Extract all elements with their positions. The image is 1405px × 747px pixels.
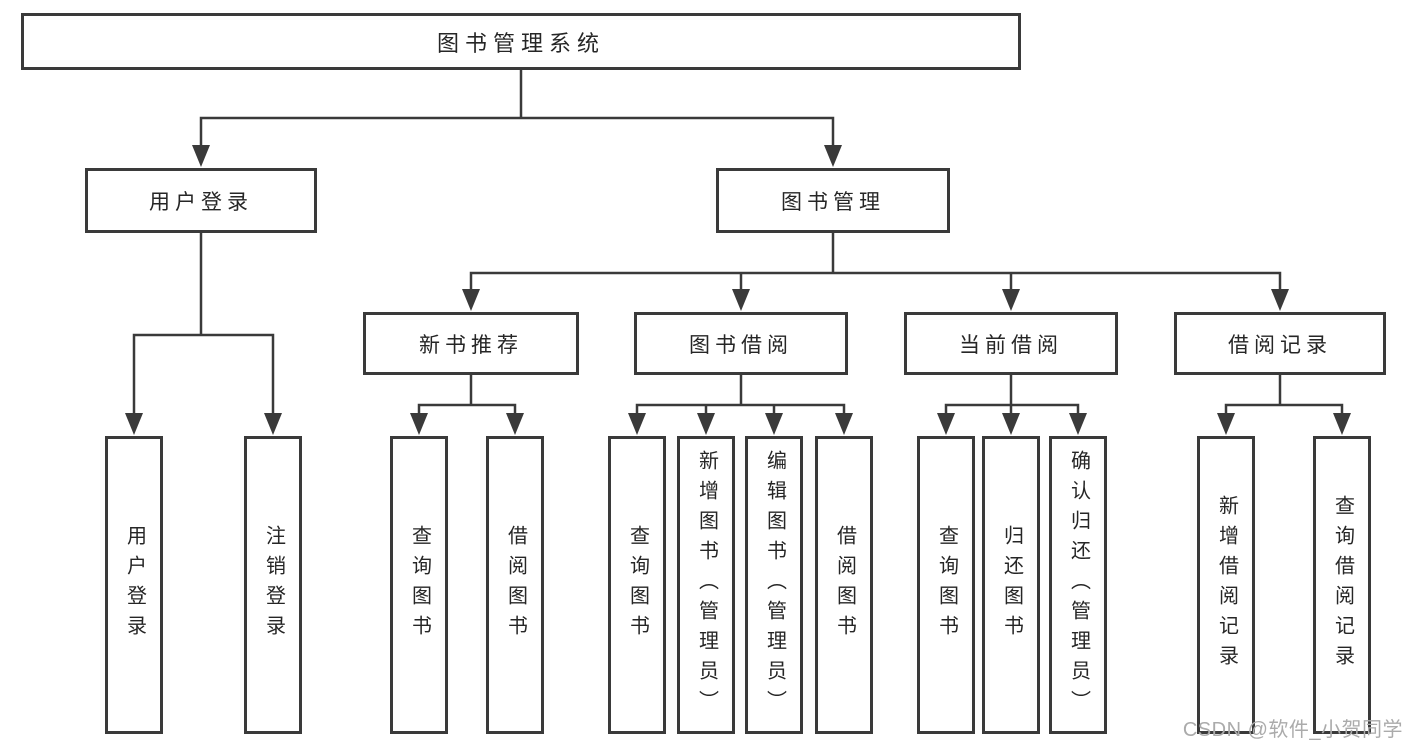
arrow-down-icon xyxy=(697,413,715,435)
node-borrow-record: 借阅记录 xyxy=(1174,312,1386,375)
arrow-down-icon xyxy=(264,413,282,435)
node-label: 图书管理 xyxy=(781,190,885,214)
node-leaf-return-book: 归还图书 xyxy=(982,436,1040,734)
node-label: 新增图书（管理员） xyxy=(695,450,718,720)
node-leaf-add-borrow-record: 新增借阅记录 xyxy=(1197,436,1255,734)
node-leaf-query-book-current: 查询图书 xyxy=(917,436,975,734)
node-leaf-user-login: 用户登录 xyxy=(105,436,163,734)
arrow-down-icon xyxy=(125,413,143,435)
arrow-down-icon xyxy=(1271,289,1289,311)
arrow-down-icon xyxy=(1002,289,1020,311)
node-label: 新增借阅记录 xyxy=(1215,495,1238,675)
arrow-down-icon xyxy=(1069,413,1087,435)
node-leaf-query-borrow-record: 查询借阅记录 xyxy=(1313,436,1371,734)
node-label: 查询图书 xyxy=(626,525,649,645)
connector-user-login xyxy=(132,230,275,419)
arrow-down-icon xyxy=(628,413,646,435)
arrow-down-icon xyxy=(410,413,428,435)
connector-new-book xyxy=(417,373,517,419)
arrow-down-icon xyxy=(732,289,750,311)
node-label: 归还图书 xyxy=(1000,525,1023,645)
node-new-book-rec: 新书推荐 xyxy=(363,312,579,375)
node-label: 编辑图书（管理员） xyxy=(763,450,786,720)
arrow-down-icon xyxy=(824,145,842,167)
connector-current-borrow xyxy=(944,373,1080,419)
node-label: 借阅图书 xyxy=(833,525,856,645)
arrowheads xyxy=(125,145,1351,435)
connector-root xyxy=(199,67,835,152)
node-label: 注销登录 xyxy=(262,525,285,645)
node-root: 图书管理系统 xyxy=(21,13,1021,70)
arrow-down-icon xyxy=(835,413,853,435)
arrow-down-icon xyxy=(462,289,480,311)
node-leaf-confirm-return-admin: 确认归还（管理员） xyxy=(1049,436,1107,734)
watermark: CSDN @软件_小贺同学 xyxy=(1182,719,1403,741)
node-label: 查询图书 xyxy=(935,525,958,645)
arrow-down-icon xyxy=(937,413,955,435)
node-leaf-add-book-admin: 新增图书（管理员） xyxy=(677,436,735,734)
node-leaf-query-book-borrow: 查询图书 xyxy=(608,436,666,734)
node-label: 确认归还（管理员） xyxy=(1067,450,1090,720)
node-label: 新书推荐 xyxy=(419,333,523,357)
node-leaf-logout: 注销登录 xyxy=(244,436,302,734)
node-label: 借阅记录 xyxy=(1228,333,1332,357)
node-current-borrow: 当前借阅 xyxy=(904,312,1118,375)
arrow-down-icon xyxy=(506,413,524,435)
node-label: 查询图书 xyxy=(408,525,431,645)
node-label: 图书管理系统 xyxy=(436,30,605,56)
node-leaf-query-book-rec: 查询图书 xyxy=(390,436,448,734)
node-leaf-borrow-book-rec: 借阅图书 xyxy=(486,436,544,734)
node-book-mgmt: 图书管理 xyxy=(716,168,950,233)
node-leaf-edit-book-admin: 编辑图书（管理员） xyxy=(745,436,803,734)
connector-book-mgmt xyxy=(469,230,1282,294)
node-label: 用户登录 xyxy=(123,525,146,645)
connector-borrow-record xyxy=(1224,373,1344,419)
node-label: 借阅图书 xyxy=(504,525,527,645)
arrow-down-icon xyxy=(1333,413,1351,435)
node-book-borrow: 图书借阅 xyxy=(634,312,848,375)
arrow-down-icon xyxy=(1217,413,1235,435)
node-label: 当前借阅 xyxy=(959,333,1063,357)
arrow-down-icon xyxy=(192,145,210,167)
connector-book-borrow xyxy=(635,373,846,419)
node-label: 用户登录 xyxy=(149,190,253,214)
node-user-login: 用户登录 xyxy=(85,168,317,233)
arrow-down-icon xyxy=(1002,413,1020,435)
node-label: 图书借阅 xyxy=(689,333,793,357)
node-leaf-borrow-book: 借阅图书 xyxy=(815,436,873,734)
arrow-down-icon xyxy=(765,413,783,435)
node-label: 查询借阅记录 xyxy=(1331,495,1354,675)
